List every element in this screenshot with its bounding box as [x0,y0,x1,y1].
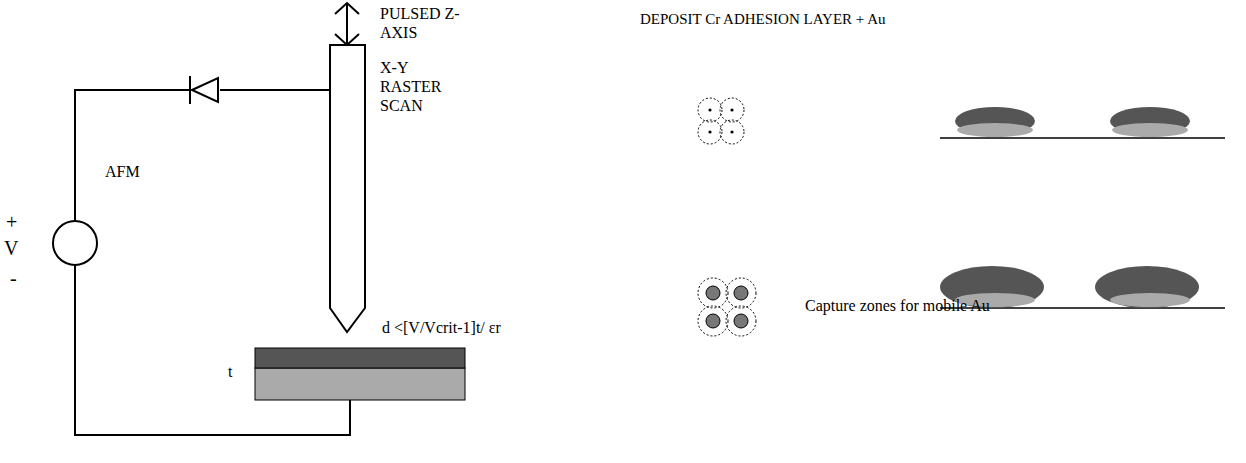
capture-zones [698,278,756,336]
thickness-label: t [228,362,232,381]
substrate [255,348,465,400]
wire [75,90,190,221]
part-label: AFM [105,162,140,181]
afm-tip [330,45,365,332]
gap-condition: d <[V/Vcrit-1]t/ εr [382,318,501,337]
polarity-sign: + [6,210,17,234]
motion-label: X-Y RASTER SCAN [380,58,470,116]
diagram-title: DEPOSIT Cr ADHESION LAYER + Au [640,10,886,28]
voltage-source [53,221,97,265]
nucleation-sites [698,98,744,144]
diode-symbol [190,76,218,104]
wire [220,89,330,91]
z-axis-arrow [335,3,359,45]
small-islands [940,107,1225,138]
motion-label: PULSED Z-AXIS [380,4,470,42]
note: Capture zones for mobile Au [805,296,990,315]
polarity-sign: - [10,266,17,290]
voltage-label: V [4,236,18,260]
